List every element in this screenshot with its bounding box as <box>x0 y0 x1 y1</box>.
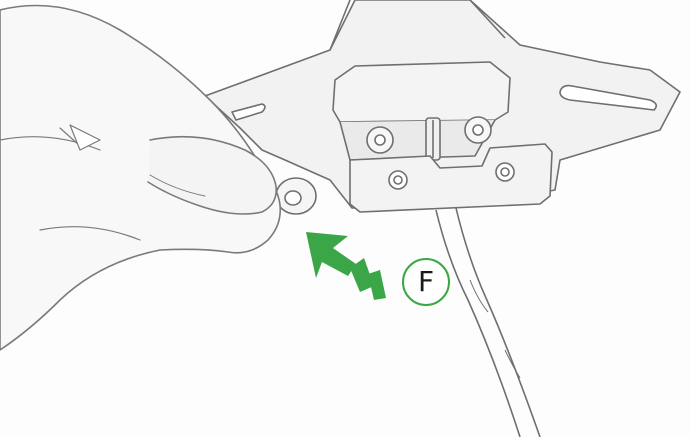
green-arrow-icon <box>306 232 386 300</box>
callout-label: F <box>402 258 450 306</box>
hand <box>0 6 280 351</box>
washer <box>276 178 316 214</box>
lamp-cable <box>436 208 540 437</box>
